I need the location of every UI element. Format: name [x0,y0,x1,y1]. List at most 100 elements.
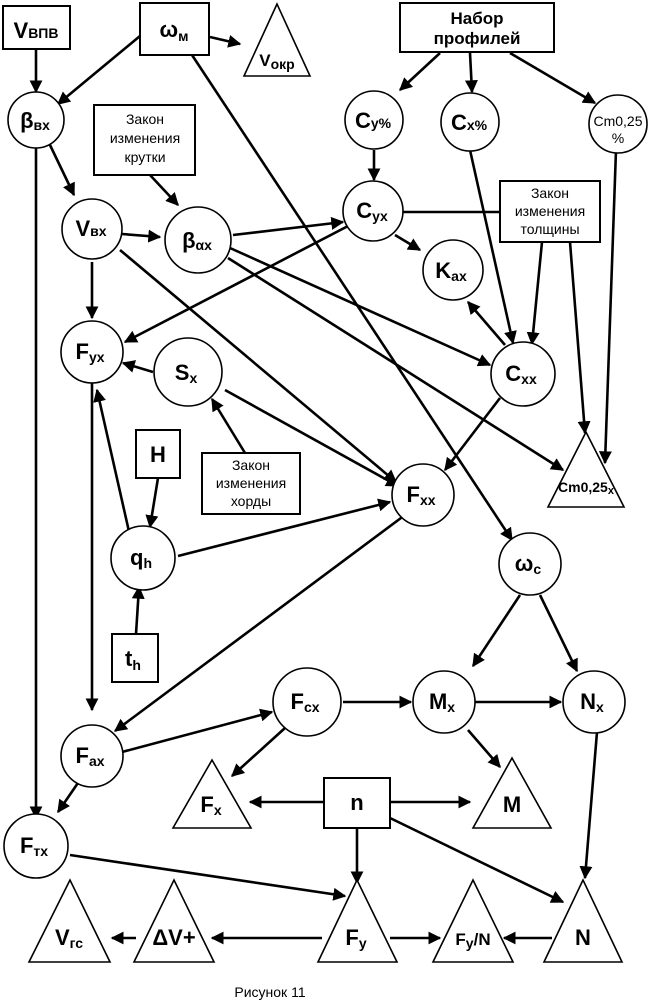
edge-sx-fxx [224,388,400,488]
node-qh: qh [110,525,176,591]
svg-text:Vвх: Vвх [75,216,106,241]
svg-text:хорды: хорды [231,493,271,509]
node-h: H [135,429,181,479]
node-cy-pct: Cy% [344,90,404,150]
svg-text:Kax: Kax [435,258,467,284]
svg-text:Закон: Закон [531,185,569,201]
node-profiles: Набор профилей [399,2,555,53]
node-cxx: Cxx [490,341,556,407]
svg-text:Mx: Mx [429,689,455,715]
edge-ftx-fy [69,853,347,901]
svg-text:Fax: Fax [75,743,104,769]
svg-text:N: N [575,925,591,950]
node-mx: Mx [412,670,476,734]
edge-betaax-cm025x [227,256,565,472]
edge-vvx-betaax [121,229,162,243]
node-cyx: Cyx [342,180,404,242]
svg-text:крутки: крутки [124,149,165,165]
node-th: th [111,633,159,683]
node-nx: Nx [562,670,626,734]
svg-text:Fx: Fx [200,792,221,818]
node-fx-tri: Fx [171,758,253,829]
edge-profiles-cm025pct [509,51,597,105]
node-fax: Fax [60,724,124,788]
svg-text:Fy: Fy [345,925,366,951]
edge-omegam-omegac [190,54,514,542]
node-v-vpv: VВПВ [2,5,71,50]
svg-text:профилей: профилей [434,29,521,48]
edges [29,34,618,945]
svg-text:изменения: изменения [110,130,180,146]
node-twist-law: Закон изменения крутки [93,104,196,176]
svg-text:Закон: Закон [126,111,164,127]
edge-omegac-mx [471,594,522,668]
node-omega-m: ωм [139,2,210,56]
svg-text:Vокр: Vокр [259,51,294,72]
edge-fax-fcx [121,708,274,754]
svg-text:Nx: Nx [580,689,604,715]
edge-cxx-kax [467,301,506,346]
svg-text:Cxx: Cxx [505,361,537,387]
svg-text:Fy/N: Fy/N [455,930,490,951]
svg-text:Fcx: Fcx [290,689,319,715]
edge-chord-sx [210,397,247,454]
svg-text:H: H [150,442,166,467]
edge-th-qh [131,585,145,635]
svg-text:ωм: ωм [160,17,189,44]
svg-text:изменения: изменения [515,203,585,219]
svg-text:M: M [503,792,521,817]
svg-text:βвх: βвх [20,108,50,133]
edge-omegac-nx [538,594,579,673]
svg-text:Cyx: Cyx [356,198,388,224]
node-cm025x: Cm0,25x [546,430,626,508]
svg-text:изменения: изменения [216,475,286,491]
svg-text:Cm0,25x: Cm0,25x [558,479,615,497]
edge-betaax-cxx [229,246,492,367]
svg-text:%: % [612,130,624,146]
node-beta-vx: βвх [7,91,65,149]
node-chord-law: Закон изменения хорды [201,452,301,515]
svg-text:VВПВ: VВПВ [14,18,59,43]
node-cx-pct: Cx% [440,92,500,152]
node-omega-c: ωc [498,532,562,596]
edge-profiles-cxpct [464,52,478,94]
svg-text:n: n [350,790,363,815]
svg-text:ΔV+: ΔV+ [152,925,195,950]
svg-text:Cx%: Cx% [451,110,488,135]
svg-text:Cm0,25: Cm0,25 [593,113,642,129]
svg-text:Fyx: Fyx [75,339,104,365]
svg-text:Fтх: Fтх [20,833,48,859]
node-ftx: Fтх [3,813,69,879]
svg-text:Cy%: Cy% [355,108,392,133]
svg-text:Fxx: Fxx [406,482,435,508]
node-fxx: Fxx [391,463,455,527]
edge-betavx-vvx [48,144,76,197]
svg-text:βαx: βαx [182,228,212,253]
edge-qh-fxx [177,498,392,558]
node-v-vx: Vвх [61,198,123,260]
node-delta-v: ΔV+ [132,878,216,963]
edge-qh-fyx [93,388,132,537]
edge-omegam-betavx [56,34,141,106]
node-fcx: Fcx [272,667,342,737]
edge-twist-betaax [149,174,179,206]
edge-thickness-cm025x [568,241,591,435]
svg-text:ωc: ωc [515,551,542,577]
node-vgc: Vгс [27,878,112,963]
edge-cyx-kax [394,233,422,252]
edge-omegam-vokr [209,35,242,48]
edge-mx-m [467,729,501,768]
svg-text:Набор: Набор [450,9,503,28]
figure-caption: Рисунок 11 [234,984,305,1000]
node-fy: Fy [316,878,399,963]
node-kax: Kax [422,239,484,301]
edge-cxx-fxx [443,397,502,472]
edge-nx-ntri [579,731,599,880]
node-n-box: n [323,777,391,829]
node-cm025-pct: Cm0,25 % [588,94,648,154]
node-sx: Sx [153,337,223,407]
edge-cm025pct-cm025x [598,149,618,465]
node-fyx: Fyx [60,320,124,384]
edge-betaax-cyx [232,216,345,237]
